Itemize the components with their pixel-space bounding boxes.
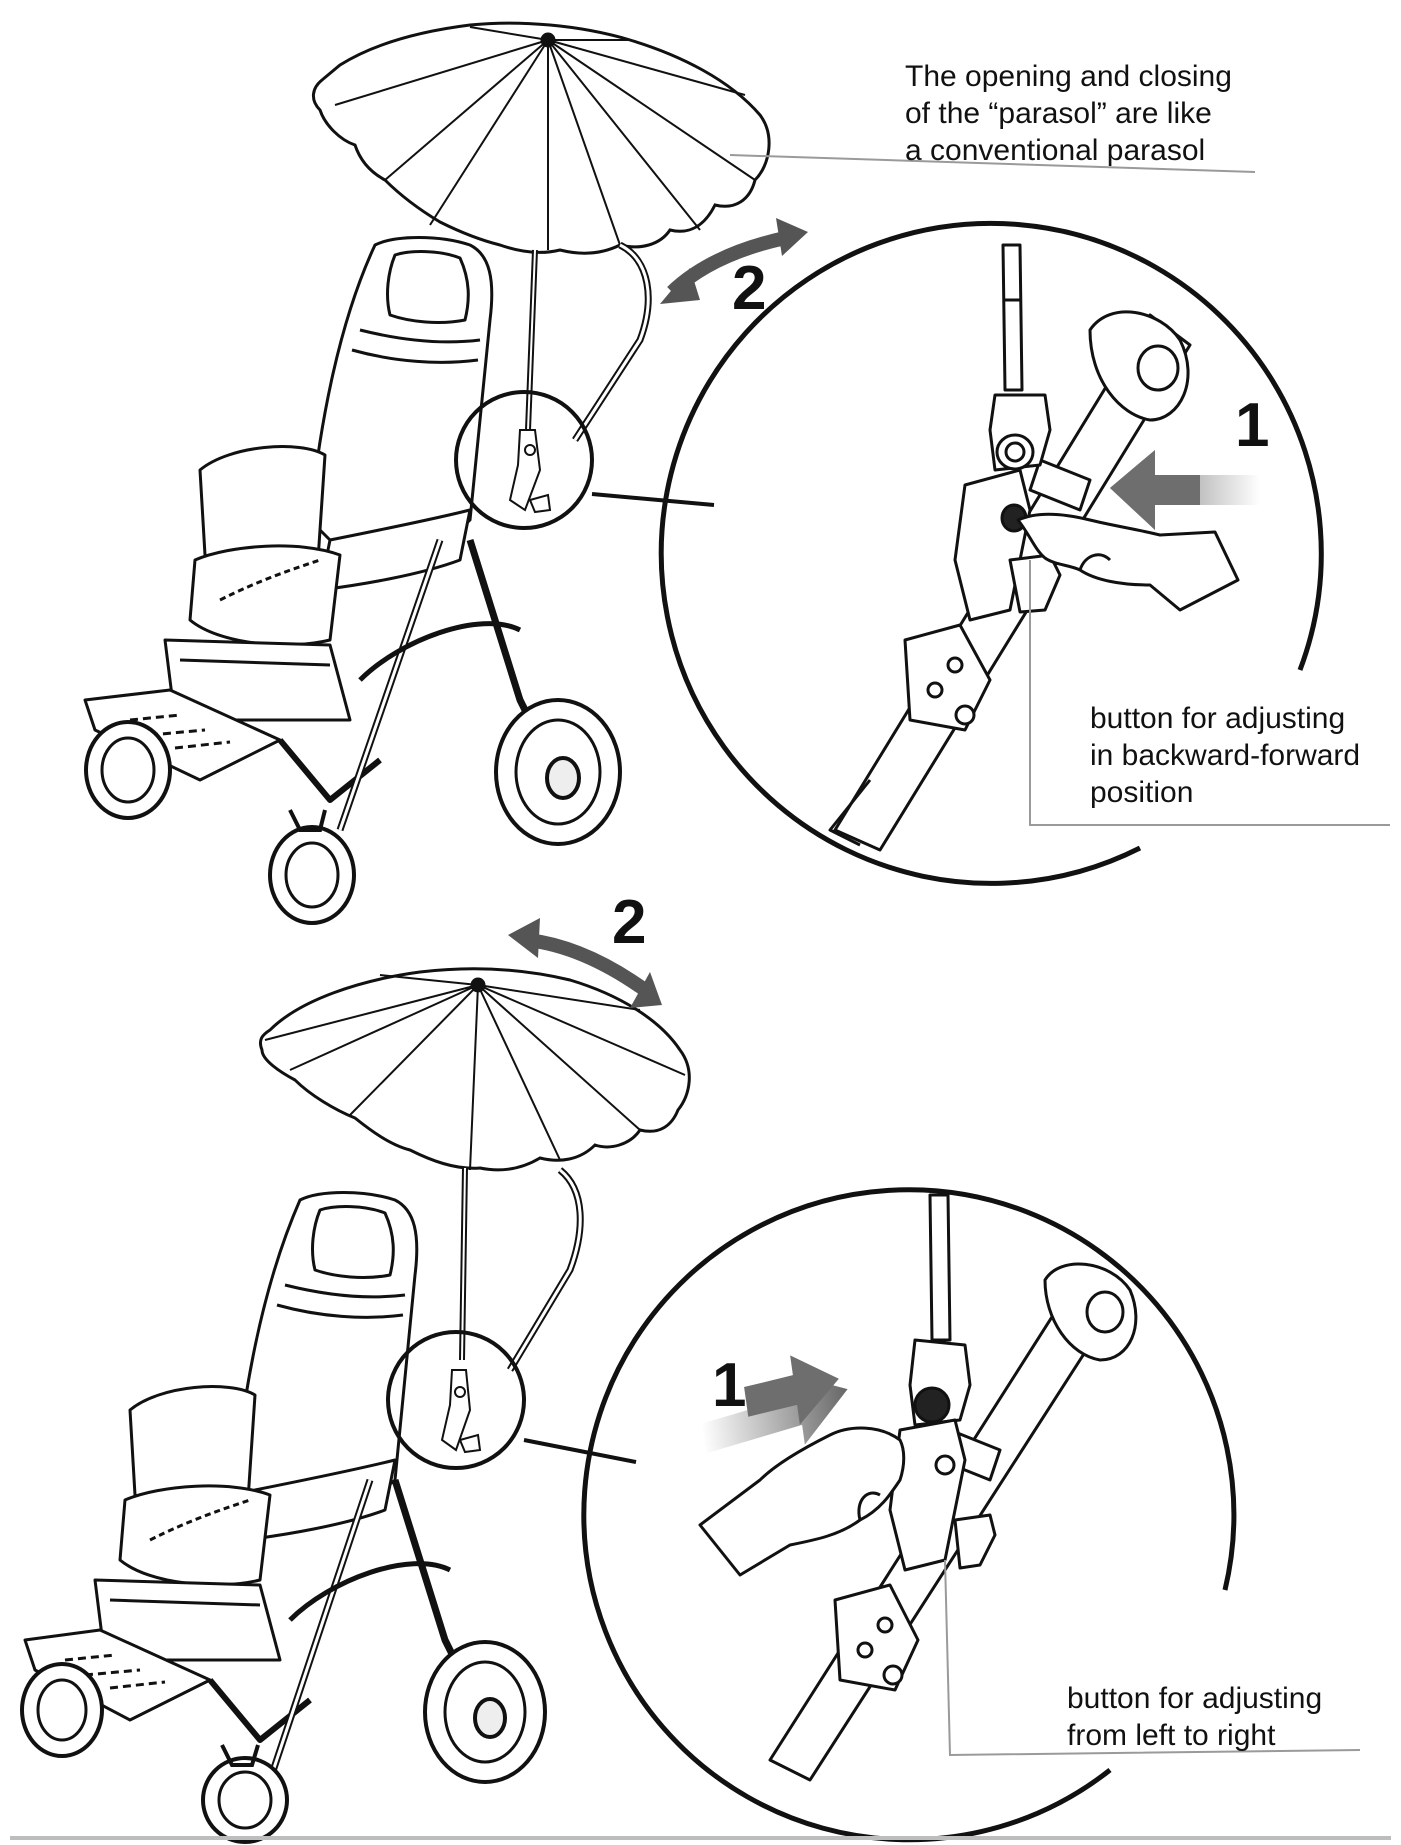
step-number-bottom-press: 1 — [712, 1351, 747, 1420]
step-number-top-rotate: 2 — [732, 254, 767, 323]
mini-clamp-top — [508, 429, 552, 514]
leader-backward-forward — [1029, 560, 1390, 826]
wheel-front-right-bottom — [201, 1744, 289, 1844]
bf-label-line-3: position — [1090, 776, 1194, 809]
parasol-canopy-top — [312, 21, 771, 255]
zoom-mechanism-top — [828, 243, 1240, 852]
wheel-front-right-top — [268, 809, 356, 925]
stroller-top — [83, 236, 652, 832]
rotate-arrow-bottom — [508, 918, 662, 1008]
leader-parasol — [729, 154, 1256, 173]
zoom-connector-top — [591, 492, 715, 507]
wheel-rear-bottom — [423, 1640, 547, 1784]
parasol-note-line-3: a conventional parasol — [905, 134, 1206, 167]
mini-clamp-bottom — [440, 1369, 482, 1454]
step-number-bottom-rotate: 2 — [612, 888, 647, 957]
zoom-circle-bottom — [581, 1187, 1237, 1843]
lr-label-line-1: button for adjusting — [1067, 1682, 1323, 1715]
bf-label-line-2: in backward-forward — [1090, 739, 1361, 772]
zoom-connector-bottom — [523, 1438, 637, 1464]
zoom-circle-top — [658, 220, 1324, 886]
button-left-right — [913, 1386, 951, 1424]
zoom-marker-bottom — [386, 1330, 526, 1470]
wheel-rear-top — [494, 698, 622, 846]
backward-forward-button-label: button for adjusting in backward-forward… — [1090, 700, 1360, 811]
bottom-figure — [20, 918, 1361, 1844]
step-number-top-press: 1 — [1235, 391, 1270, 460]
zoom-marker-top — [454, 390, 594, 530]
rotate-arrow-top — [660, 218, 808, 304]
left-right-button-label: button for adjusting from left to right — [1067, 1680, 1322, 1754]
zoom-mechanism-bottom — [698, 1193, 1138, 1782]
wheel-front-left-bottom — [20, 1662, 104, 1758]
lr-label-line-2: from left to right — [1067, 1719, 1276, 1752]
leader-left-right — [944, 1559, 1361, 1757]
stroller-bottom — [23, 1167, 584, 1812]
bf-label-line-1: button for adjusting — [1090, 702, 1346, 735]
parasol-note-line-1: The opening and closing — [905, 60, 1232, 93]
top-figure — [83, 21, 1390, 925]
parasol-canopy-bottom — [258, 967, 691, 1172]
push-arrow-bottom — [700, 1355, 848, 1454]
wheel-front-left-top — [84, 720, 172, 820]
push-arrow-top — [1110, 450, 1260, 530]
parasol-note-line-2: of the “parasol” are like — [905, 97, 1212, 130]
parasol-opening-note: The opening and closing of the “parasol”… — [905, 58, 1232, 169]
